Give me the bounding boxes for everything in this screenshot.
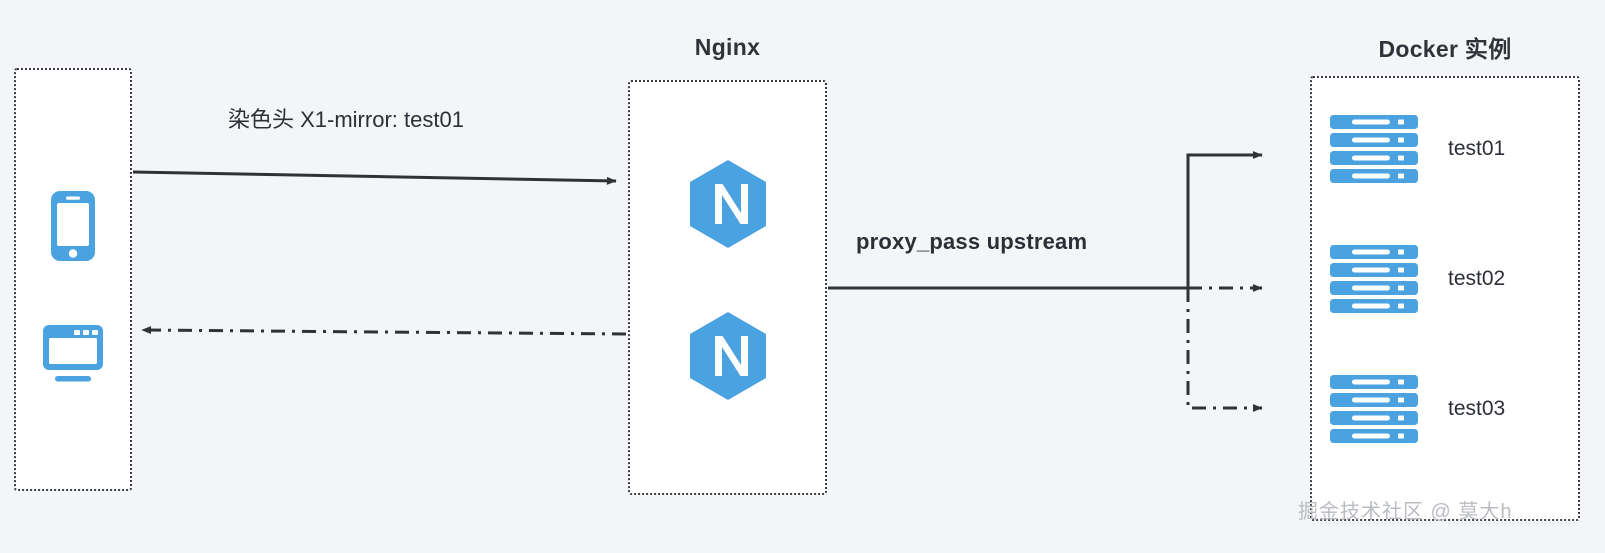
mobile-phone-icon (51, 191, 95, 261)
docker-group-title: Docker 实例 (1378, 36, 1512, 62)
server-stack-icon (1330, 115, 1418, 183)
nginx-group-box (628, 80, 827, 495)
line-client-to-nginx (132, 170, 617, 185)
proxy-pass-label: proxy_pass upstream (856, 229, 1088, 254)
desktop-monitor-icon (43, 325, 103, 382)
docker-instance-row: test02 (1330, 245, 1505, 313)
request-header-label: 染色头 X1-mirror: test01 (228, 107, 464, 132)
docker-group-box (1310, 76, 1580, 521)
docker-instance-row: test03 (1330, 375, 1505, 443)
server-stack-icon (1330, 245, 1418, 313)
docker-instance-row: test01 (1330, 115, 1505, 183)
line-upstream-to-test01 (1186, 151, 1263, 288)
client-group-box (14, 68, 132, 491)
nginx-logo-icon (690, 160, 766, 248)
docker-instance-label: test01 (1448, 137, 1506, 160)
server-stack-icon (1330, 375, 1418, 443)
nginx-group-title: Nginx (694, 34, 761, 60)
line-upstream-to-test03 (1186, 288, 1263, 413)
nginx-logo-icon (690, 312, 766, 400)
docker-instance-label: test02 (1448, 267, 1506, 290)
watermark-text: 掘金技术社区 @ 莫大h (1298, 501, 1513, 523)
docker-instance-label: test03 (1448, 397, 1506, 420)
line-nginx-to-client (141, 326, 627, 336)
